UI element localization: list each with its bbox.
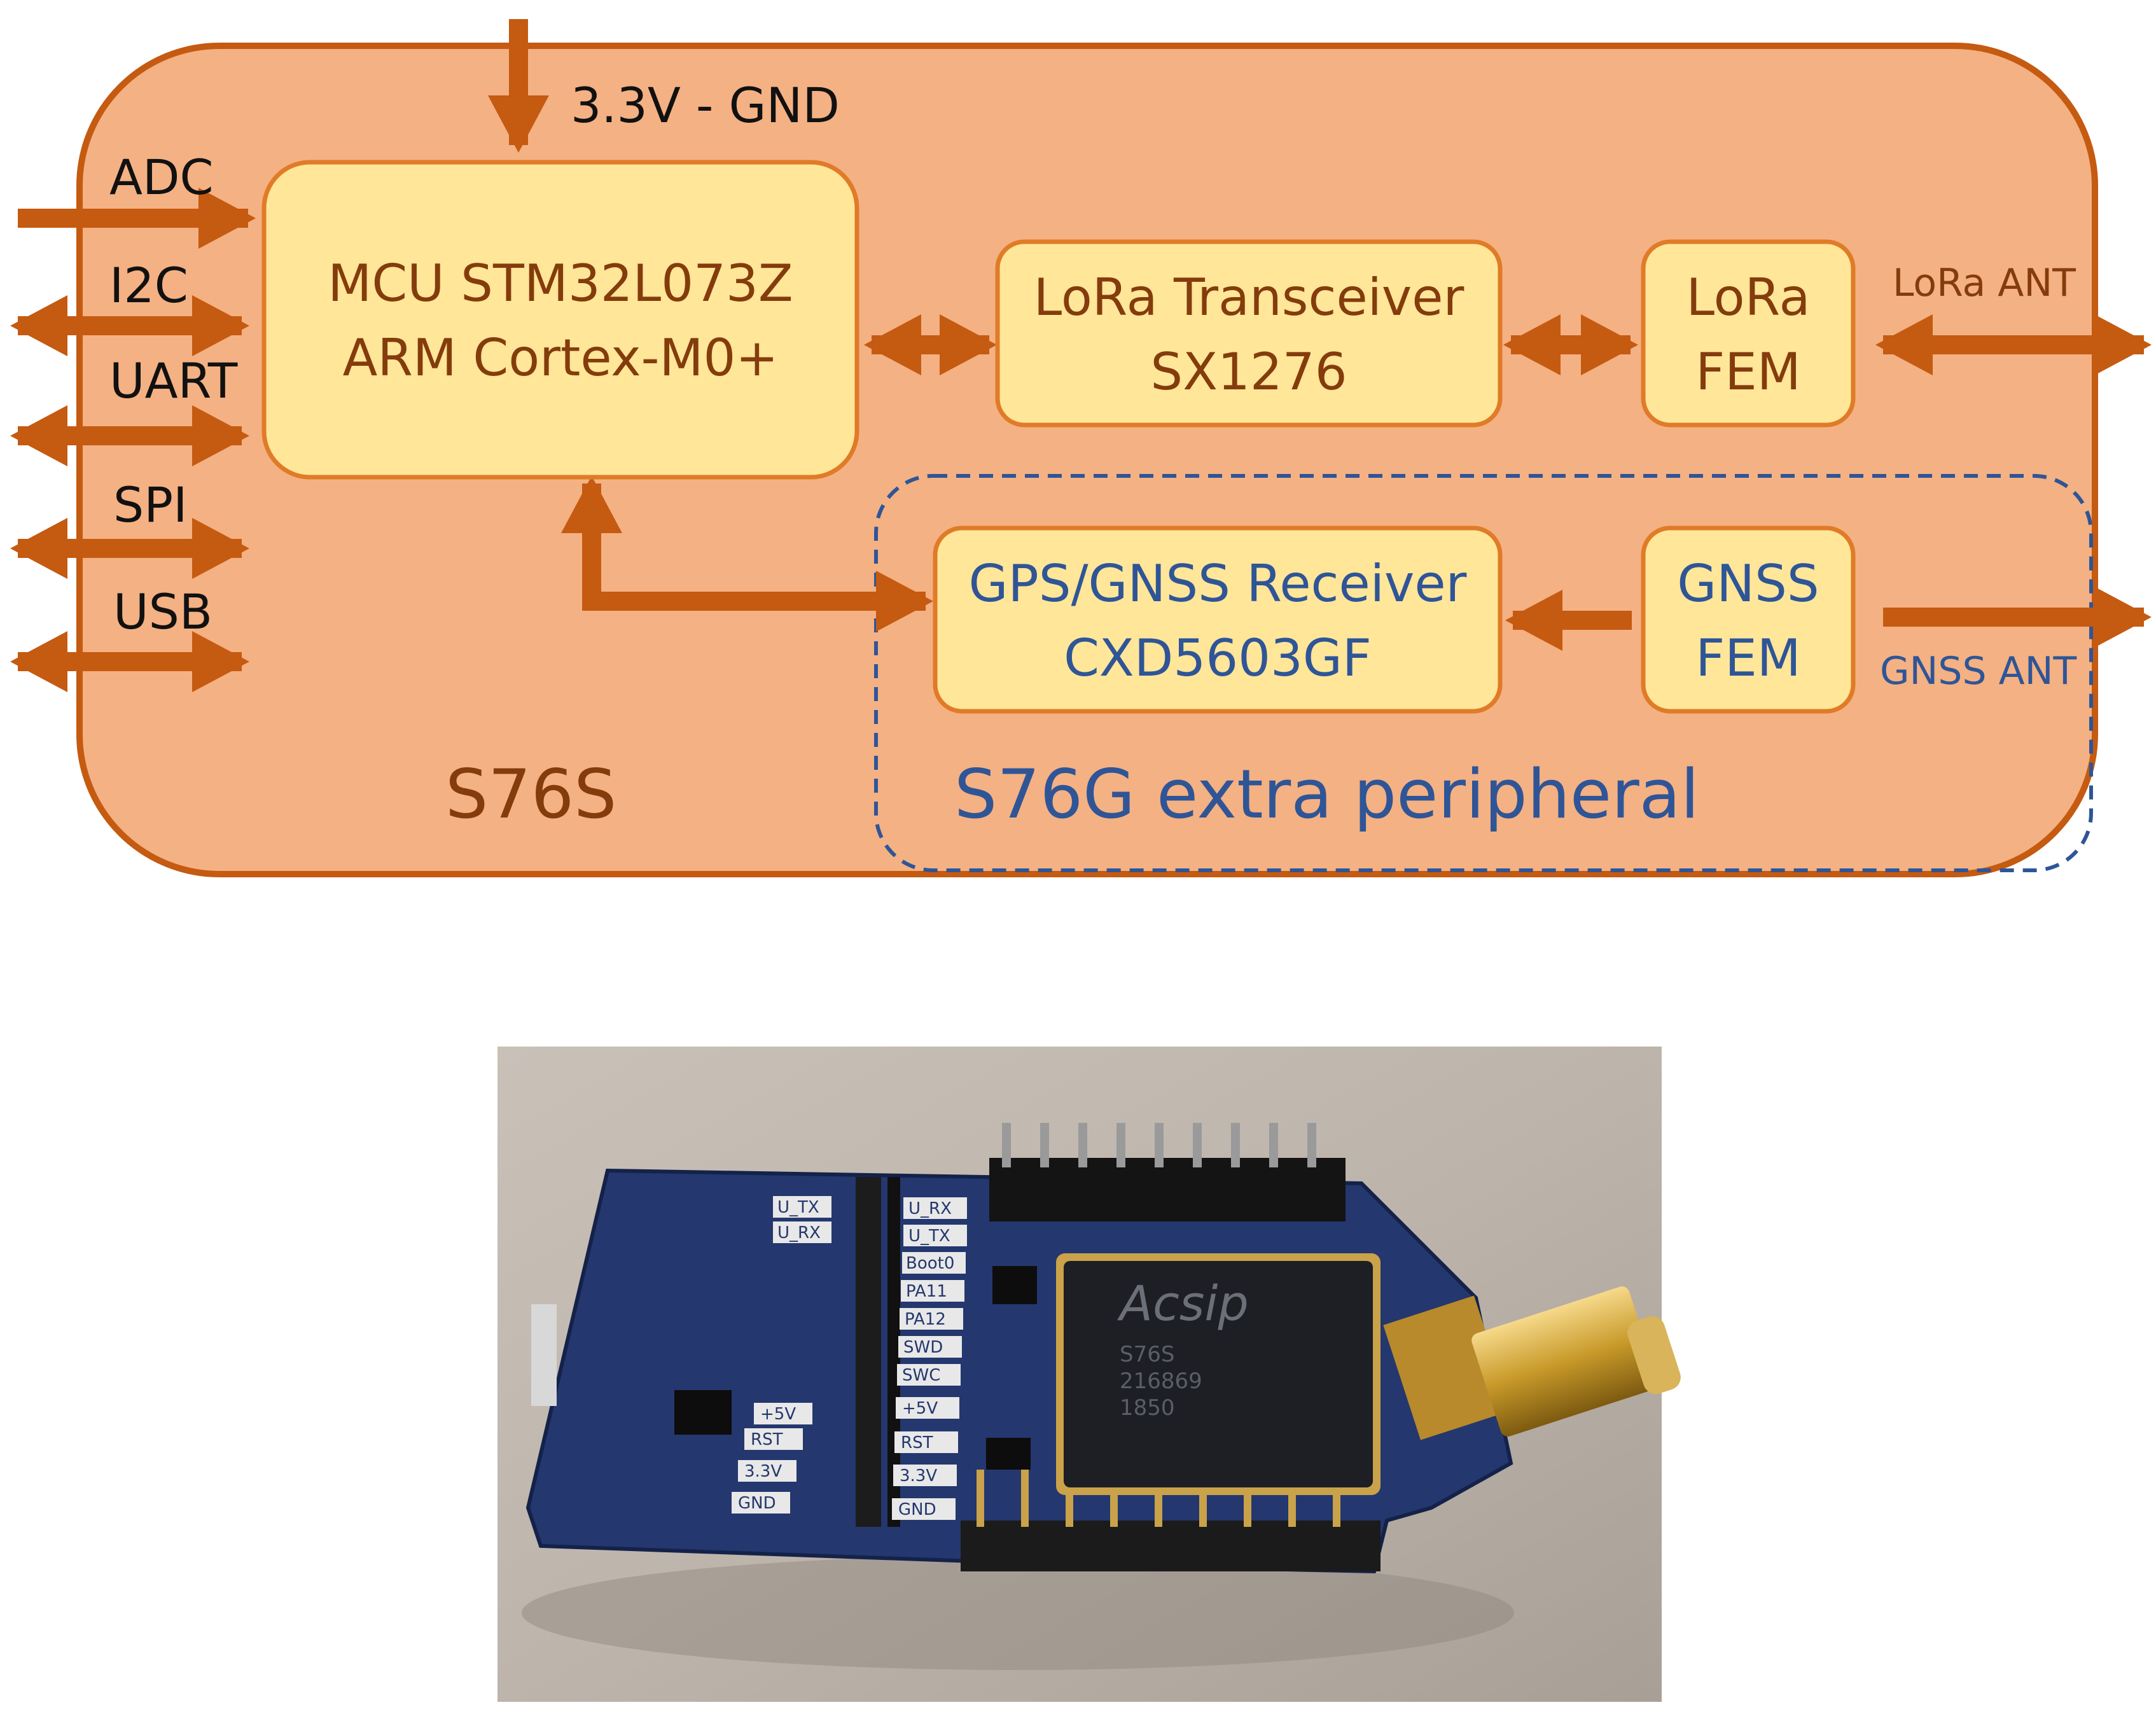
pin-label-pa11: PA11 xyxy=(906,1282,947,1301)
acsip-chip: Acsip S76S 216869 1850 xyxy=(1056,1253,1381,1495)
s76g-extra-region xyxy=(874,474,2093,872)
pin-label-33v-left: 3.3V xyxy=(744,1462,782,1481)
mcu-block-line2: ARM Cortex-M0+ xyxy=(343,328,779,387)
lora-transceiver-line1: LoRa Transceiver xyxy=(1034,268,1464,327)
silkscreen-right: U_RX U_TX Boot0 PA11 PA12 SWD SWC +5V RS… xyxy=(892,1197,967,1520)
pin-label-swd: SWD xyxy=(903,1338,943,1357)
pin-label-rst-right: RST xyxy=(901,1433,933,1452)
mcu-block: MCU STM32L073Z ARM Cortex-M0+ xyxy=(261,160,859,480)
silkscreen-left: U_TX U_RX +5V RST 3.3V GND xyxy=(732,1196,831,1514)
mcu-gnss-arrow xyxy=(560,475,934,632)
pin-label-u-tx-right: U_TX xyxy=(908,1227,950,1246)
gnss-fem-line1: GNSS xyxy=(1677,554,1819,613)
pin-label-rst-left: RST xyxy=(751,1430,783,1449)
pin-label-boot0: Boot0 xyxy=(906,1254,954,1273)
interface-label-spi: SPI xyxy=(113,477,188,533)
pin-label-5v-right: +5V xyxy=(902,1399,938,1418)
bottom-pin-row xyxy=(961,1521,1381,1571)
module-label-s76g-extra: S76G extra peripheral xyxy=(954,755,1699,833)
mcu-block-line1: MCU STM32L073Z xyxy=(328,254,793,313)
lora-ant-label: LoRa ANT xyxy=(1893,261,2076,305)
pin-label-gnd-right: GND xyxy=(898,1500,936,1519)
pin-label-33v-right: 3.3V xyxy=(900,1466,937,1486)
pin-label-u-tx-left: U_TX xyxy=(777,1198,819,1217)
pin-label-5v-left: +5V xyxy=(760,1405,796,1424)
interface-label-adc: ADC xyxy=(109,149,214,205)
sma-connector xyxy=(1383,1286,1681,1440)
interface-label-i2c: I2C xyxy=(109,257,188,314)
pin-label-swc: SWC xyxy=(902,1366,940,1385)
gnss-receiver-line2: CXD5603GF xyxy=(1064,629,1372,688)
gnss-fem-block: GNSS FEM xyxy=(1641,525,1856,714)
interface-label-uart: UART xyxy=(109,352,238,409)
lora-fem-block: LoRa FEM xyxy=(1641,239,1856,428)
lora-fem-line2: FEM xyxy=(1695,342,1801,401)
top-pin-header xyxy=(989,1123,1346,1221)
gnss-fem-line2: FEM xyxy=(1695,629,1801,688)
power-label: 3.3V - GND xyxy=(571,77,840,134)
lora-fem-line1: LoRa xyxy=(1687,268,1811,327)
pin-label-u-rx-right: U_RX xyxy=(908,1199,952,1218)
chip-brand: Acsip xyxy=(1116,1275,1249,1332)
interface-label-usb: USB xyxy=(113,583,212,640)
gnss-receiver-line1: GPS/GNSS Receiver xyxy=(969,554,1467,613)
pin-label-gnd-left: GND xyxy=(738,1494,776,1513)
chip-marking-3: 1850 xyxy=(1120,1395,1175,1421)
lora-transceiver-line2: SX1276 xyxy=(1150,342,1347,401)
pin-label-pa12: PA12 xyxy=(905,1310,946,1329)
interface-arrows xyxy=(10,187,256,693)
lora-transceiver-block: LoRa Transceiver SX1276 xyxy=(995,239,1503,428)
chip-marking-2: 216869 xyxy=(1120,1368,1202,1394)
module-label-s76s: S76S xyxy=(445,755,616,833)
chip-marking-1: S76S xyxy=(1120,1342,1174,1367)
pin-label-u-rx-left: U_RX xyxy=(777,1223,821,1242)
gnss-ant-label: GNSS ANT xyxy=(1880,649,2077,693)
gnss-receiver-block: GPS/GNSS Receiver CXD5603GF xyxy=(933,525,1503,714)
board-photo: U_TX U_RX +5V RST 3.3V GND U_RX U_TX Boo… xyxy=(497,1047,1681,1702)
